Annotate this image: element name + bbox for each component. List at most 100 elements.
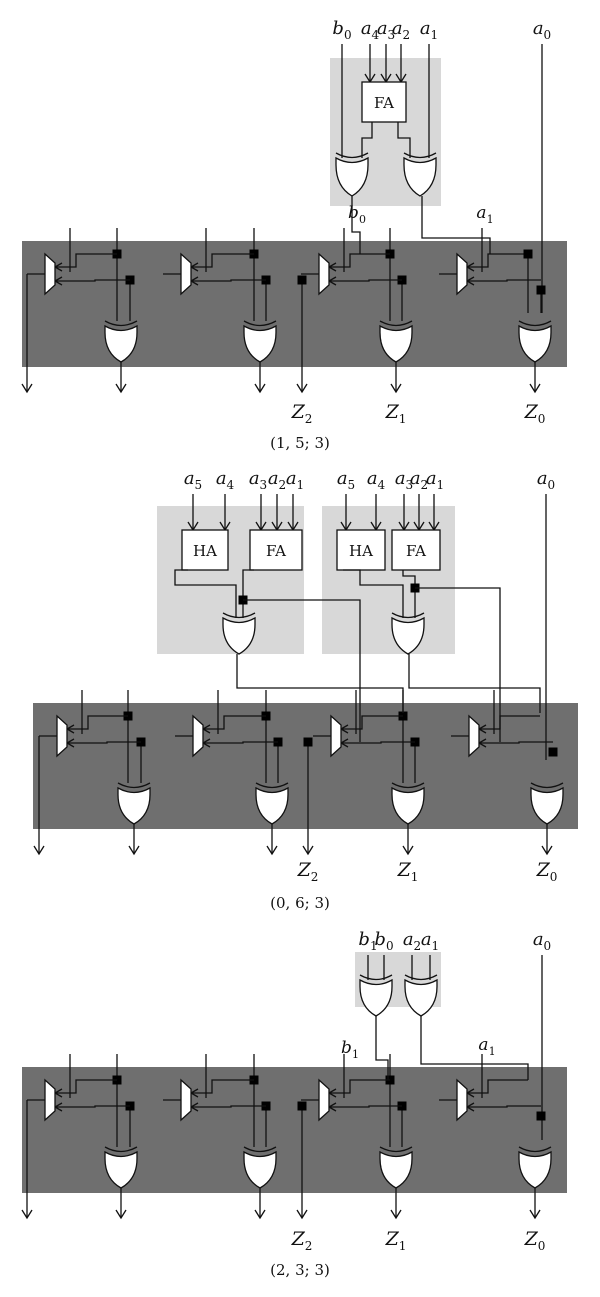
wire [191,1105,266,1108]
mux [180,252,192,296]
arrow-head [390,1209,402,1220]
panel-caption: (1, 5; 3) [270,434,330,452]
arrow-head [266,845,278,856]
output-label: Z1 [397,859,419,884]
wire [55,253,117,268]
input-label: a2 [392,18,410,42]
output-label: Z2 [291,401,313,426]
arrow-head [21,1209,33,1220]
wire [203,715,266,730]
wire [467,1105,541,1108]
adder-block [249,529,303,571]
arrow-head [115,1209,127,1220]
arrow-head [115,383,127,394]
input-label: a4 [367,468,386,492]
wire [243,599,361,742]
junction-dot [548,747,558,757]
input-label: a4 [361,18,380,42]
wire [343,569,404,618]
output-label: Z1 [385,1228,407,1253]
panel-caption: (2, 3; 3) [270,1261,330,1279]
xor-gate-input-arc [243,320,277,327]
wire [375,1016,389,1080]
arrow-head [254,383,266,394]
arrow-head [296,1209,308,1220]
input-label: b0 [332,18,351,42]
xor-gate-input-arc [222,612,256,619]
wire [55,279,130,282]
output-label: Z0 [524,1228,546,1253]
inner-label: b0 [348,203,366,226]
input-label: a2 [403,929,421,953]
xor-gate-input-arc [243,1146,277,1153]
input-label: b0 [374,929,393,953]
wire [467,253,528,268]
xor-gate [530,786,564,825]
wire [420,1016,529,1080]
xor-gate [379,1150,413,1189]
adder-label: FA [374,94,394,112]
adder-block [181,529,229,571]
input-label: a2 [268,468,286,492]
xor-gate-input-arc [391,612,425,619]
adder-label: FA [266,542,286,560]
input-label: a1 [426,468,444,492]
input-label: a0 [533,18,551,42]
arrow-head [529,383,541,394]
xor-gate [359,978,393,1017]
wire [67,741,141,744]
xor-gate [404,978,438,1017]
wire [55,1079,117,1094]
mux [318,252,330,296]
wire [421,196,491,254]
input-label: a1 [420,18,438,42]
mux [330,714,342,758]
xor-gate-input-arc [255,782,289,789]
wire [467,279,541,282]
xor-gate-input-arc [530,782,564,789]
input-label: a1 [421,929,439,953]
junction-dot [536,285,546,295]
arrow-head [296,383,308,394]
input-label: a3 [249,468,267,492]
carry-chain-band [33,703,578,829]
xor-gate-input-arc [104,1146,138,1153]
wire [191,253,254,268]
xor-gate-input-arc [359,974,393,981]
wire [191,1079,254,1094]
mux [456,1078,468,1122]
wire [236,654,404,713]
wire [415,587,501,742]
xor-gate [379,324,413,363]
wire [341,715,403,730]
wire [329,279,402,282]
xor-gate-input-arc [404,974,438,981]
carry-chain-band [22,241,567,367]
wire [402,570,416,618]
mux [180,1078,192,1122]
input-label: a1 [286,468,304,492]
xor-gate [518,324,552,363]
xor-gate [335,156,369,197]
wire [341,741,415,744]
junction-dot [523,249,533,259]
carry-chain-band [22,1067,567,1193]
xor-gate-input-arc [403,152,437,159]
arrow-head [390,383,402,394]
junction-dot [297,1101,307,1111]
output-label: Z2 [297,859,319,884]
wire [329,253,390,268]
xor-gate [243,324,277,363]
adder-label: HA [193,542,217,560]
arrow-head [302,845,314,856]
input-label: a4 [216,468,235,492]
xor-gate [104,1150,138,1189]
output-label: Z0 [536,859,558,884]
xor-gate [104,324,138,363]
wire [55,1105,130,1108]
adder-block [361,81,407,123]
mux [318,1078,330,1122]
xor-gate [391,786,425,825]
inner-label: a1 [476,203,493,226]
